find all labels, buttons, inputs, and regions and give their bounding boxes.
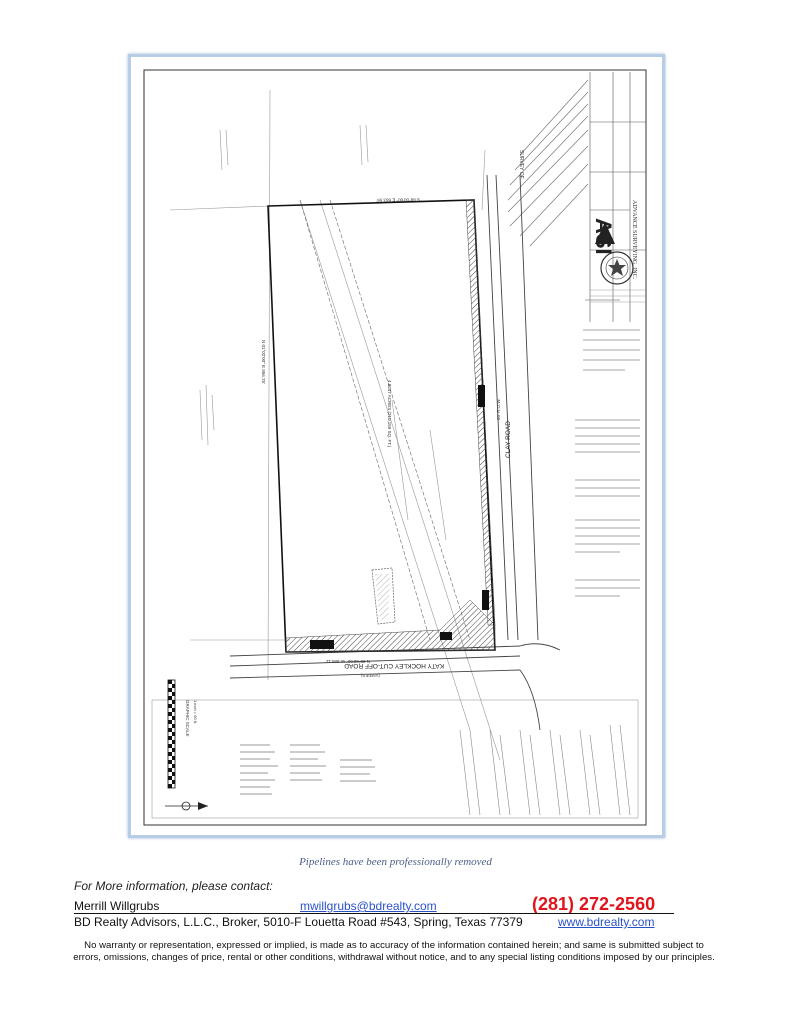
road-row-bottom: (VARIES) (360, 673, 380, 678)
agent-name: Merrill Willgrubs (74, 899, 160, 913)
survey-image-frame (128, 54, 665, 838)
road-label-bottom: KATY HOCKLEY CUT-OFF ROAD (344, 662, 444, 669)
road-label-right: CLAY ROAD (505, 421, 512, 458)
road-row-right: 60' R.O.W. (496, 398, 501, 420)
contact-underline (74, 913, 674, 914)
sheet-border (143, 69, 647, 826)
bearing-left: N 01°02'00" E 956.75' (261, 340, 266, 384)
survey-heading: SURVEY OF (518, 150, 524, 179)
agent-email-link[interactable]: mwillgrubs@bdrealty.com (300, 899, 437, 913)
general-notes (575, 299, 640, 597)
disclaimer-text: No warranty or representation, expressed… (73, 940, 715, 963)
company-name: ADVANCE SURVEYING, INC. (631, 200, 637, 280)
surveyor-seal (600, 251, 634, 285)
title-block (589, 72, 646, 322)
svg-text:GRAPHIC SCALE: GRAPHIC SCALE (185, 700, 190, 737)
bearing-bottom: N 89°00'00" W 585.11' (325, 659, 370, 664)
website-link[interactable]: www.bdrealty.com (558, 915, 655, 929)
svg-text:1 inch = 60 ft.: 1 inch = 60 ft. (193, 700, 198, 724)
bottom-notes (459, 724, 631, 816)
contact-row: Merrill Willgrubs mwillgrubs@bdrealty.co… (74, 894, 696, 915)
survey-drawing: SURVEY OF ASI ADVANCE SURVEYING, INC. (143, 69, 647, 826)
agent-phone[interactable]: (281) 272-2560 (532, 894, 656, 914)
contact-heading: For More information, please contact: (74, 879, 273, 893)
bearing-top: S 89°00'00" E 663.56' (376, 197, 420, 203)
asi-logo: ASI (591, 218, 616, 255)
acreage-label: 4.8247 ACRES (210,159 SQ. FT.) (387, 380, 392, 448)
caption-text: Pipelines have been professionally remov… (299, 856, 492, 868)
legend-block (240, 744, 376, 795)
graphic-scale: GRAPHIC SCALE 1 inch = 60 ft. (167, 679, 198, 789)
north-arrow-icon (165, 801, 208, 811)
broker-address: BD Realty Advisors, L.L.C., Broker, 5010… (74, 915, 523, 929)
survey-description-text (507, 79, 589, 247)
